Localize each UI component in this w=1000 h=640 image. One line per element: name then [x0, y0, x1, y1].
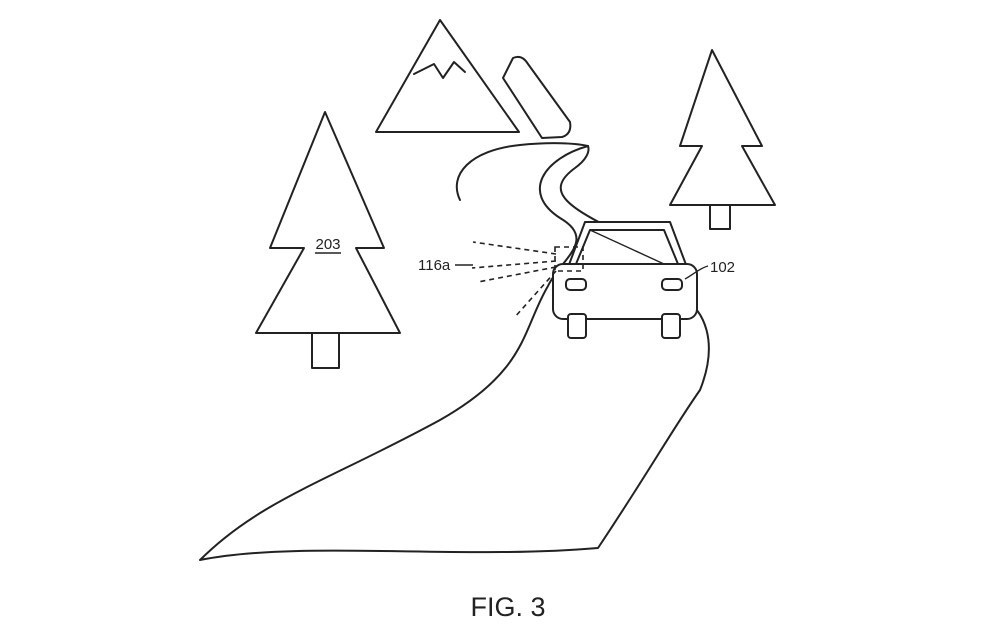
- tree-large: 203: [255, 111, 401, 369]
- tree-small: [669, 49, 776, 230]
- tree-label: 203: [315, 236, 340, 253]
- vehicle: [552, 221, 698, 339]
- sensor-label: 116a: [418, 257, 451, 274]
- road: [199, 145, 710, 561]
- sensor-beams: [471, 241, 557, 319]
- mountain: [375, 19, 520, 133]
- road-edge: [455, 142, 589, 201]
- figure-caption: FIG. 3: [470, 592, 545, 622]
- vehicle-label: 102: [710, 259, 735, 276]
- rock: [502, 55, 572, 139]
- vehicle-leader: [684, 265, 709, 280]
